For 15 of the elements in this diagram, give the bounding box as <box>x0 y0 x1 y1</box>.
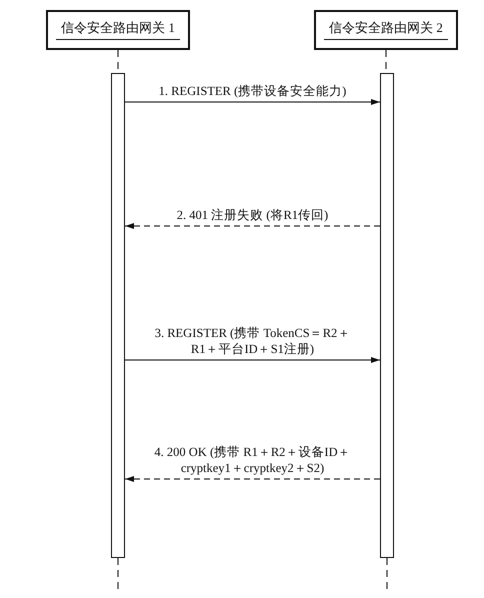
message-arrow <box>125 357 380 363</box>
participant-box <box>46 10 190 50</box>
message-label: 1. REGISTER (携带设备安全能力) <box>158 83 348 99</box>
activation-bar <box>111 73 125 558</box>
participant-label: 信令安全路由网关 2 <box>324 20 448 40</box>
reply-arrow <box>125 223 380 229</box>
message-label: 3. REGISTER (携带 TokenCS＝R2＋R1＋平台ID＋S1注册) <box>154 325 352 357</box>
reply-arrow <box>125 476 380 482</box>
activation-bar <box>380 73 394 558</box>
participant-label: 信令安全路由网关 1 <box>56 20 180 40</box>
participant-box <box>314 10 458 50</box>
message-label: 2. 401 注册失败 (将R1传回) <box>176 207 330 223</box>
lifeline <box>386 558 388 590</box>
message-arrow <box>125 99 380 105</box>
message-label: 4. 200 OK (携带 R1＋R2＋设备ID＋cryptkey1＋cryptkey2＋S2) <box>153 444 352 476</box>
